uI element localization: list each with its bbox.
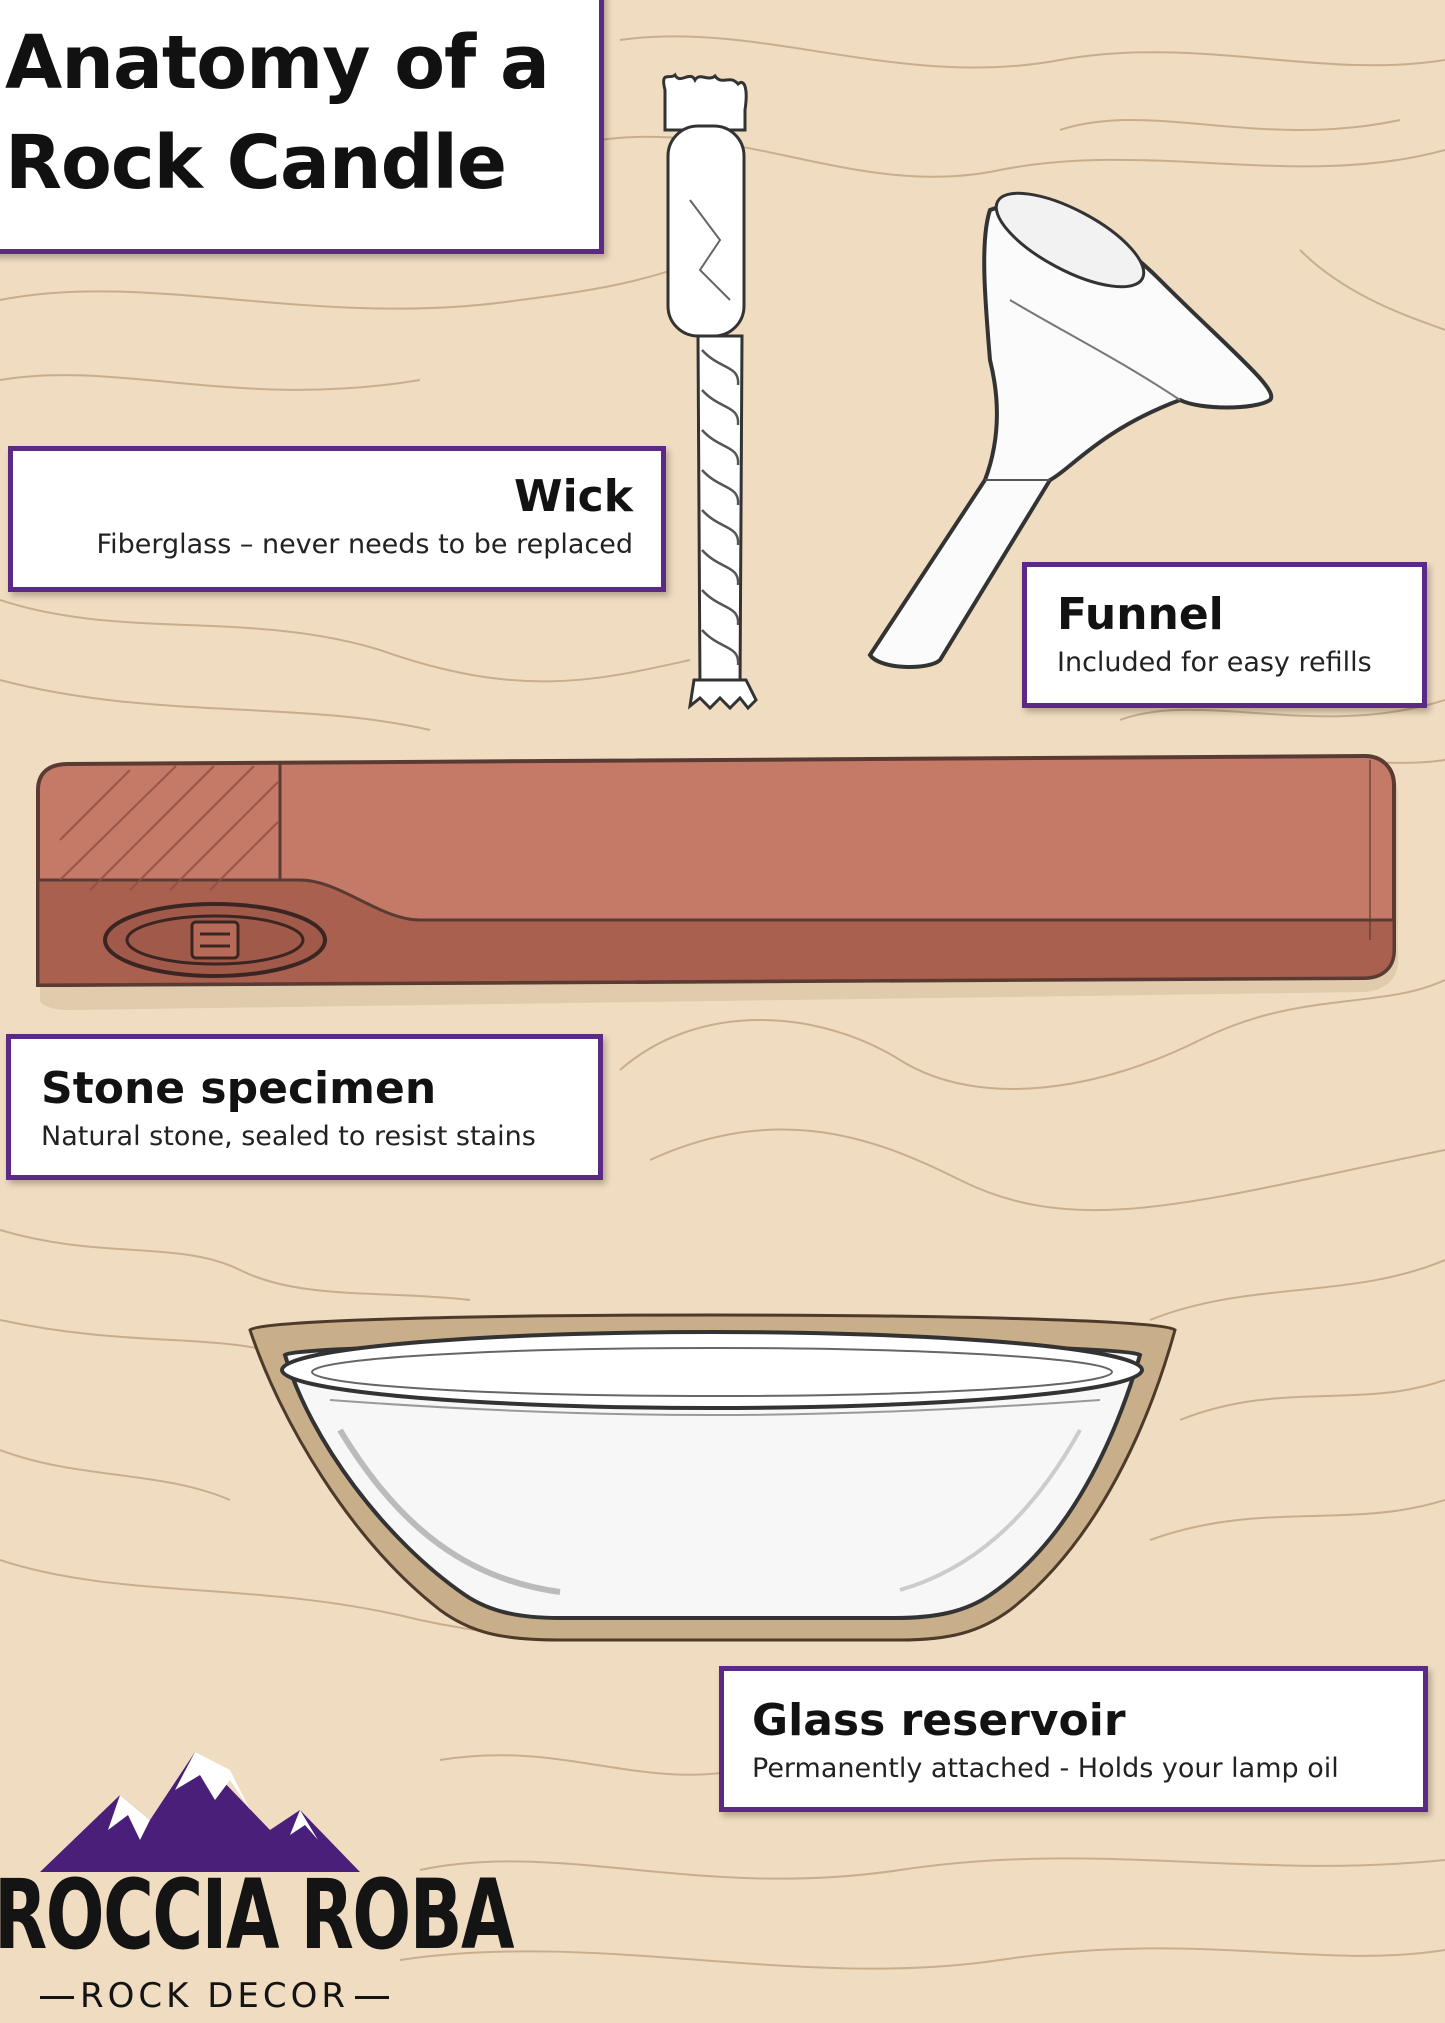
- stone-description: Natural stone, sealed to resist stains: [41, 1121, 536, 1152]
- mountain-logo-icon: [40, 1752, 360, 1872]
- funnel-title: Funnel: [1057, 589, 1224, 640]
- brand-name: ROCCIA ROBA: [0, 1859, 514, 1971]
- brand-tagline: ROCK DECOR: [80, 1976, 350, 2016]
- title-box: Anatomy of a Rock Candle: [0, 0, 604, 254]
- glass-reservoir-title: Glass reservoir: [752, 1695, 1126, 1746]
- glass-reservoir-illustration: [248, 1313, 1177, 1642]
- funnel-illustration: [867, 191, 1274, 669]
- wick-label: Wick Fiberglass – never needs to be repl…: [8, 446, 666, 592]
- funnel-label: Funnel Included for easy refills: [1022, 562, 1427, 708]
- wick-title: Wick: [514, 471, 633, 522]
- stone-label: Stone specimen Natural stone, sealed to …: [6, 1034, 603, 1180]
- tagline-dash-left: [40, 1996, 74, 1999]
- glass-reservoir-description: Permanently attached - Holds your lamp o…: [752, 1753, 1339, 1784]
- wick-illustration: [662, 72, 758, 711]
- title-line-1: Anatomy of a: [5, 20, 550, 106]
- title-line-2: Rock Candle: [5, 120, 507, 206]
- tagline-dash-right: [355, 1996, 390, 1999]
- wick-description: Fiberglass – never needs to be replaced: [96, 529, 633, 560]
- funnel-description: Included for easy refills: [1057, 647, 1372, 678]
- stone-illustration: [36, 753, 1398, 1010]
- stone-title: Stone specimen: [41, 1063, 437, 1114]
- brand-tagline-wrap: ROCK DECOR: [34, 1976, 395, 2016]
- glass-reservoir-label: Glass reservoir Permanently attached - H…: [719, 1666, 1428, 1812]
